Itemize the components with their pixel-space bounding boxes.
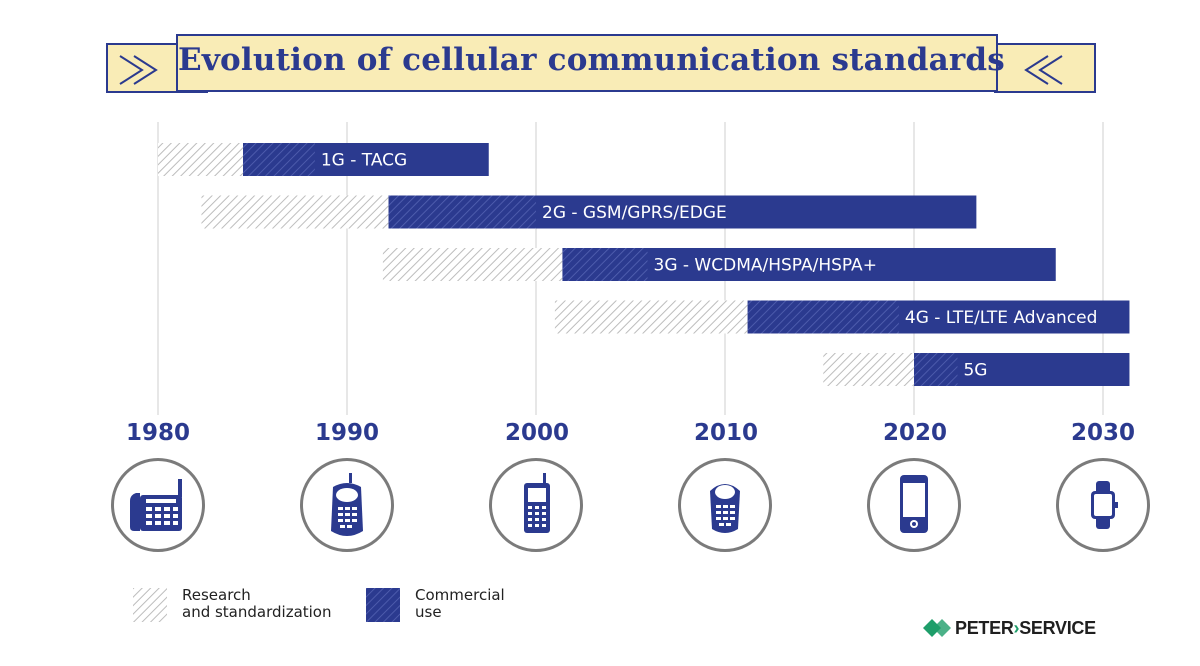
device-circle-2030 xyxy=(1056,458,1150,552)
commercial-early-hatch-4 xyxy=(747,300,899,334)
year-label-2020: 2020 xyxy=(882,420,947,446)
legend-swatch-commercial xyxy=(366,588,400,622)
research-bar-4 xyxy=(554,300,748,334)
device-circle-2010 xyxy=(678,458,772,552)
smartphone-icon xyxy=(900,475,928,533)
legend-label-commercial: Commercial use xyxy=(415,586,505,621)
bar-label-2: 2G - GSM/GPRS/EDGE xyxy=(542,203,727,223)
device-circle-2000 xyxy=(489,458,583,552)
banner-right-ribbon xyxy=(994,43,1096,93)
bar-label-3: 3G - WCDMA/HSPA/HSPA+ xyxy=(654,256,877,276)
research-bar-5 xyxy=(823,353,914,386)
legend-swatch-research xyxy=(133,588,167,622)
research-bar-2 xyxy=(201,195,389,229)
device-circle-2020 xyxy=(867,458,961,552)
page-title: Evolution of cellular communication stan… xyxy=(178,42,1005,78)
title-banner: Evolution of cellular communication stan… xyxy=(176,34,1005,92)
year-label-2000: 2000 xyxy=(504,420,569,446)
candybar-phone-icon xyxy=(524,473,550,533)
year-label-2030: 2030 xyxy=(1070,420,1135,446)
bar-label-5: 5G xyxy=(963,361,987,381)
desk-phone-icon xyxy=(130,479,182,531)
chevron-left-icon xyxy=(1024,55,1063,85)
year-label-1990: 1990 xyxy=(314,420,379,446)
early-mobile-phone-icon xyxy=(331,473,363,536)
research-bar-1 xyxy=(158,143,244,176)
commercial-early-hatch-5 xyxy=(914,353,958,386)
device-circle-1990 xyxy=(300,458,394,552)
legend-label-research: Research and standardization xyxy=(182,586,332,621)
year-label-2010: 2010 xyxy=(693,420,758,446)
logo-text: PETER›SERVICE xyxy=(955,618,1096,638)
research-bar-3 xyxy=(382,248,563,281)
smartwatch-icon xyxy=(1091,481,1118,529)
commercial-early-hatch-2 xyxy=(388,195,536,229)
rounded-mobile-phone-icon xyxy=(710,484,740,533)
bar-label-4: 4G - LTE/LTE Advanced xyxy=(905,308,1098,328)
bar-label-1: 1G - TACG xyxy=(321,151,407,171)
logo-mark-icon xyxy=(923,619,951,637)
timeline-chart: 1G - TACG 2G - GSM/GPRS/EDGE 3G - WCDMA/HS… xyxy=(157,122,1130,415)
commercial-early-hatch-1 xyxy=(243,143,315,176)
commercial-early-hatch-3 xyxy=(562,248,648,281)
chevron-right-icon xyxy=(119,55,158,85)
year-label-1980: 1980 xyxy=(125,420,190,446)
device-circle-1980 xyxy=(111,458,205,552)
